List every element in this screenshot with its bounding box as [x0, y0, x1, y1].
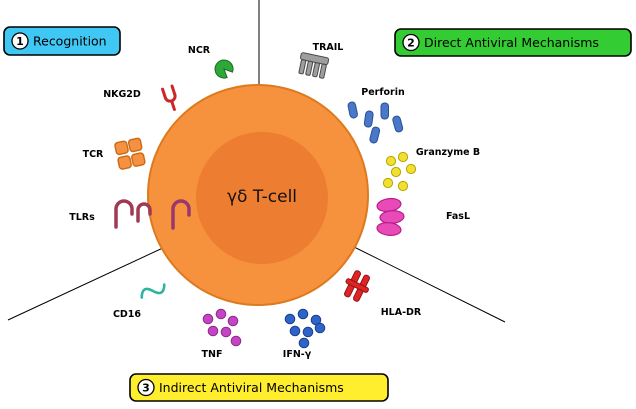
- label-fasl: FasL: [446, 211, 470, 222]
- legend-direct-number: 2: [407, 37, 415, 50]
- legend-indirect-number-circle: [137, 378, 155, 397]
- label-perforin: Perforin: [361, 87, 405, 98]
- legend-recognition-label: Recognition: [33, 34, 107, 49]
- trail-icon: [298, 52, 330, 79]
- sector-divider-left: [7, 239, 181, 321]
- label-nkg2d: NKG2D: [103, 89, 141, 100]
- nkg2d-icon: [161, 84, 177, 111]
- label-cd16: CD16: [113, 309, 141, 320]
- granzyme-b-icon: [382, 151, 417, 192]
- tlrs-icon: [114, 199, 152, 229]
- label-ifn-gamma: IFN-γ: [283, 349, 312, 360]
- legend-recognition: 1 Recognition: [3, 26, 121, 56]
- legend-indirect-number: 3: [142, 382, 150, 395]
- cell-nucleus: [196, 132, 328, 264]
- legend-direct-number-circle: [402, 33, 420, 52]
- legend-direct-label: Direct Antiviral Mechanisms: [424, 35, 599, 50]
- legend-recognition-number-circle: [11, 32, 29, 50]
- perforin-icon: [347, 101, 404, 144]
- legend-indirect-antiviral: 3 Indirect Antiviral Mechanisms: [129, 373, 389, 402]
- cell-label: γδ T-cell: [227, 187, 297, 207]
- label-tcr: TCR: [83, 149, 104, 160]
- label-tlrs: TLRs: [69, 212, 95, 223]
- label-ncr: NCR: [188, 45, 211, 56]
- tcr-icon: [114, 137, 146, 170]
- tnf-icon: [202, 308, 242, 347]
- cd16-icon: [140, 283, 166, 299]
- legend-indirect-box: [129, 373, 389, 402]
- legend-recognition-box: [3, 26, 121, 56]
- endosomal-tlr-icon: [171, 199, 191, 230]
- ncr-icon: [214, 59, 234, 79]
- legend-direct-antiviral: 2 Direct Antiviral Mechanisms: [394, 28, 632, 57]
- hla-dr-icon: [344, 270, 370, 302]
- label-hla-dr: HLA-DR: [381, 307, 422, 318]
- legend-direct-box: [394, 28, 632, 57]
- ifn-gamma-icon: [284, 308, 326, 349]
- label-tnf: TNF: [202, 349, 223, 360]
- fasl-icon: [376, 197, 405, 236]
- sector-divider-right: [339, 239, 506, 323]
- legend-recognition-number: 1: [16, 35, 24, 48]
- legend-indirect-label: Indirect Antiviral Mechanisms: [159, 380, 344, 395]
- label-trail: TRAIL: [313, 42, 344, 53]
- label-granzyme-b: Granzyme B: [416, 147, 480, 158]
